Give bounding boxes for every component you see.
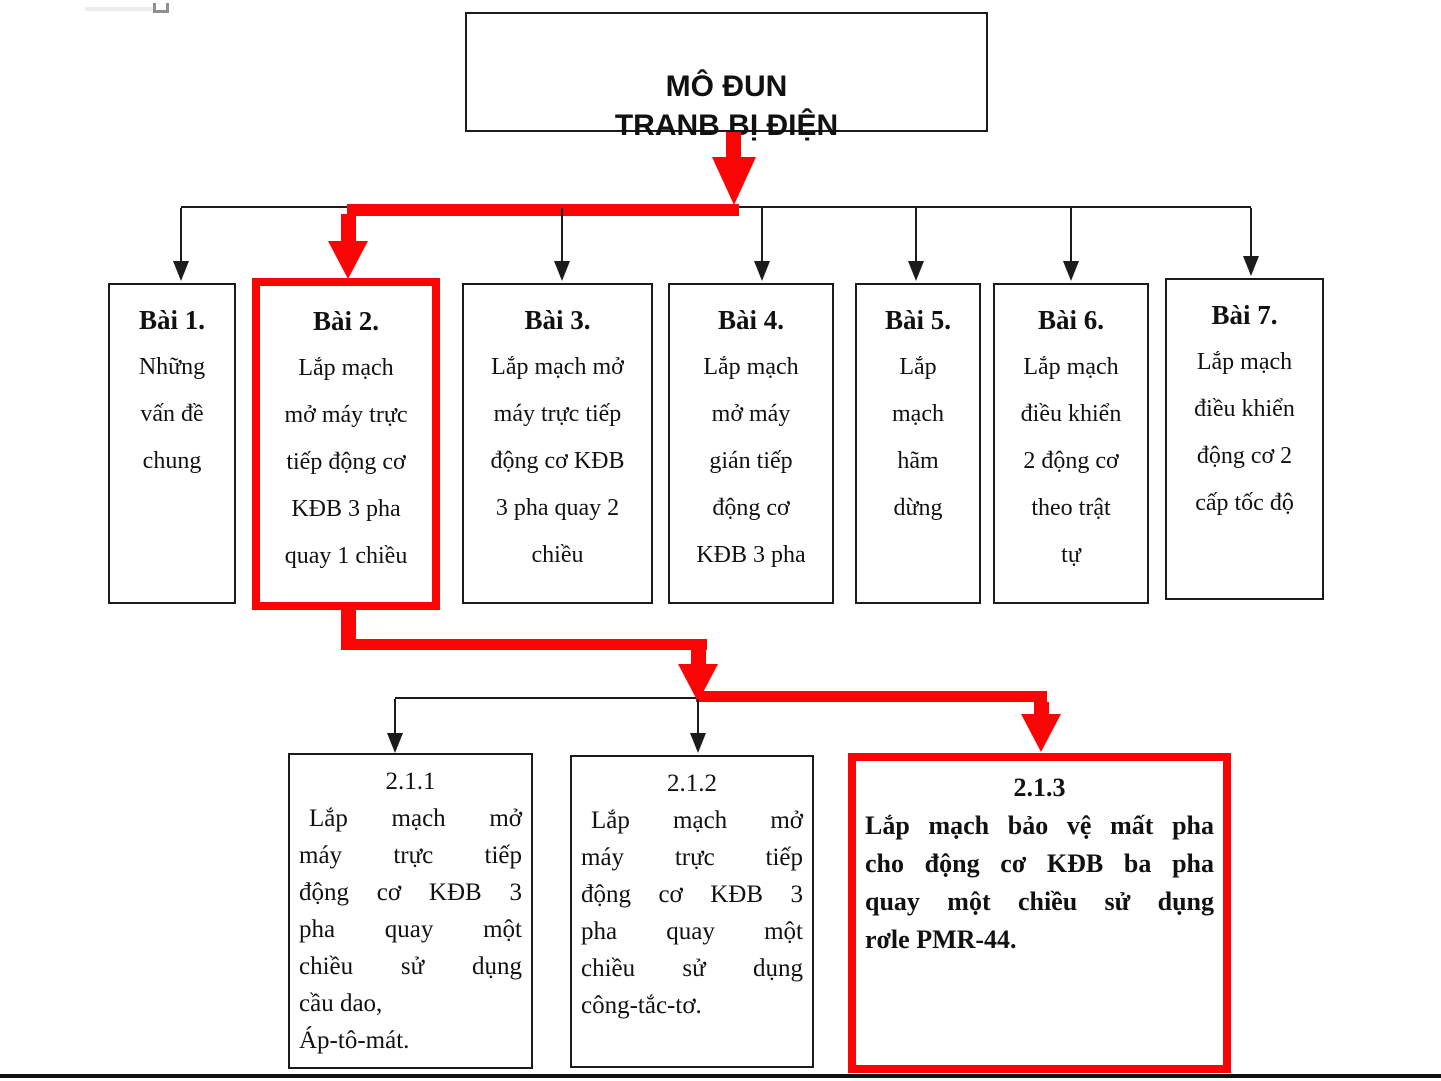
module-title: MÔ ĐUN TRANB BỊ ĐIỆN <box>614 70 839 142</box>
branch-line-row2 <box>395 697 701 699</box>
subtopic-body-line: máy trực tiếp <box>299 842 522 869</box>
lesson-header: Bài 4. <box>717 305 784 335</box>
subtopic-header: 2.1.1 <box>385 768 436 795</box>
lesson-body: Lắp mạch điều khiển 2 động cơ theo trật … <box>1020 354 1122 568</box>
lesson-body: Lắp mạch mở máy trực tiếp động cơ KĐB 3 … <box>284 355 408 569</box>
arrow-down-icon <box>1243 256 1259 276</box>
connector-bai1 <box>180 208 182 264</box>
red-connector-213-shaft <box>1034 702 1049 716</box>
arrow-down-icon <box>690 733 706 753</box>
connector-bai4 <box>761 208 763 264</box>
lesson-header: Bài 1. <box>138 305 205 335</box>
subtopic-body-line: chiều sử dụng <box>299 953 522 980</box>
subtopic-header: 2.1.3 <box>1013 773 1066 802</box>
lesson-header: Bài 6. <box>1037 305 1104 335</box>
lesson-box-bai-5: Bài 5. Lắp mạch hãm dừng <box>855 283 981 604</box>
lesson-header: Bài 3. <box>524 305 591 335</box>
red-connector-top-shaft <box>726 132 741 160</box>
lesson-body: Lắp mạch mở máy trực tiếp động cơ KĐB 3 … <box>490 354 625 568</box>
subtopic-body-line: máy trực tiếp <box>581 844 803 871</box>
module-title-box: MÔ ĐUN TRANB BỊ ĐIỆN <box>465 12 988 142</box>
text-cursor-bracket-artifact <box>153 3 169 13</box>
connector-bai6 <box>1070 208 1072 264</box>
arrow-down-icon <box>754 261 770 281</box>
lesson-body: Lắp mạch điều khiển động cơ 2 cấp tốc độ <box>1194 349 1295 516</box>
subtopic-body-line: pha quay một <box>299 916 522 943</box>
red-branch-segment-row1 <box>347 204 739 216</box>
red-connector-elbow-v2 <box>691 650 706 668</box>
lesson-header: Bài 2. <box>312 306 379 336</box>
lesson-box-bai-2-highlighted: Bài 2. Lắp mạch mở máy trực tiếp động cơ… <box>252 278 440 610</box>
red-arrow-down-icon <box>328 241 368 279</box>
subtopic-body-line: công-tắc-tơ. <box>581 992 702 1019</box>
lesson-box-bai-1: Bài 1. Những vấn đề chung <box>108 283 236 604</box>
lesson-box-bai-3: Bài 3. Lắp mạch mở máy trực tiếp động cơ… <box>462 283 653 604</box>
subtopic-body-line: cầu dao, <box>299 990 383 1017</box>
subtopic-body: Lắp mạch mở máy trực tiếp động cơ KĐB 3 pha… <box>299 800 522 1059</box>
connector-212 <box>697 699 699 735</box>
arrow-down-icon <box>173 261 189 281</box>
arrow-down-icon <box>1063 261 1079 281</box>
arrow-down-icon <box>554 261 570 281</box>
lesson-box-bai-4: Bài 4. Lắp mạch mở máy gián tiếp động cơ… <box>668 283 834 604</box>
red-connector-bai2-shaft <box>341 214 356 244</box>
red-branch-segment-row2 <box>696 691 1047 702</box>
subtopic-body-line: chiều sử dụng <box>581 955 803 982</box>
connector-211 <box>394 699 396 735</box>
subtopic-body-line: quay một chiều sử dụng <box>865 887 1214 916</box>
subtopic-body-line: động cơ KĐB 3 <box>299 879 522 906</box>
subtopic-body-line: cho động cơ KĐB ba pha <box>865 849 1214 878</box>
subtopic-body-line: Lắp mạch mở <box>591 807 803 834</box>
lesson-box-bai-7: Bài 7. Lắp mạch điều khiển động cơ 2 cấp… <box>1165 278 1324 600</box>
subtopic-body-line: Áp-tô-mát. <box>299 1027 410 1054</box>
subtopic-body-line: Lắp mạch mở <box>309 805 522 832</box>
lesson-body: Những vấn đề chung <box>138 354 206 474</box>
subtopic-box-212: 2.1.2 Lắp mạch mở máy trực tiếp động cơ KĐ… <box>570 755 814 1068</box>
lesson-body: Lắp mạch hãm dừng <box>892 354 944 521</box>
page-bottom-border <box>0 1074 1441 1078</box>
faint-cursor-artifact <box>85 7 153 11</box>
subtopic-body: Lắp mạch mở máy trực tiếp động cơ KĐB 3 pha… <box>581 802 803 1024</box>
lesson-body: Lắp mạch mở máy gián tiếp động cơ KĐB 3 … <box>696 354 806 568</box>
arrow-down-icon <box>387 733 403 753</box>
subtopic-body-line: động cơ KĐB 3 <box>581 881 803 908</box>
connector-bai5 <box>915 208 917 264</box>
connector-bai7 <box>1250 208 1252 258</box>
lesson-box-bai-6: Bài 6. Lắp mạch điều khiển 2 động cơ the… <box>993 283 1149 604</box>
subtopic-box-211: 2.1.1 Lắp mạch mở máy trực tiếp động cơ KĐ… <box>288 753 533 1069</box>
connector-bai3 <box>561 208 563 264</box>
arrow-down-icon <box>908 261 924 281</box>
red-arrow-down-icon <box>1021 714 1061 752</box>
red-connector-elbow-h <box>341 639 707 650</box>
subtopic-box-213-highlighted: 2.1.3 Lắp mạch bảo vệ mất pha cho động cơ… <box>848 753 1231 1073</box>
subtopic-body-line: Lắp mạch bảo vệ mất pha <box>865 811 1214 840</box>
lesson-header: Bài 7. <box>1211 300 1278 330</box>
lesson-header: Bài 5. <box>884 305 951 335</box>
subtopic-body-line: rơle PMR-44. <box>865 925 1017 954</box>
subtopic-body: Lắp mạch bảo vệ mất pha cho động cơ KĐB b… <box>865 807 1214 959</box>
subtopic-header: 2.1.2 <box>667 770 717 797</box>
subtopic-body-line: pha quay một <box>581 918 803 945</box>
red-arrow-down-icon <box>712 157 756 205</box>
